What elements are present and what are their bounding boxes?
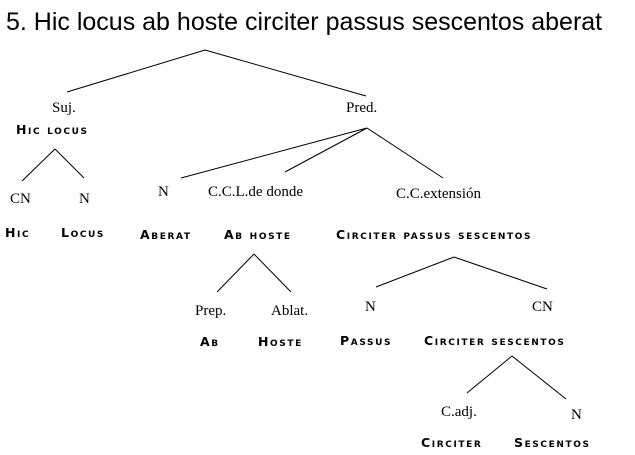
word-hic-locus: Hic locus [16, 122, 89, 137]
word-hic: Hic [5, 225, 30, 240]
edge-cn-n [511, 355, 567, 400]
word-hoste: Hoste [258, 334, 303, 349]
node-suj: Suj. [52, 100, 76, 116]
node-n-passus: N [365, 299, 376, 315]
word-circiter: Circiter [421, 435, 482, 450]
edge-root-pred [204, 49, 367, 97]
node-cn-circ: CN [532, 299, 553, 315]
edge-cn-cadj [466, 355, 513, 394]
word-ab: Ab [200, 334, 220, 349]
node-cn-hic: CN [10, 191, 31, 207]
edge-pred-ccext [366, 127, 444, 179]
edge-abhoste-prep [216, 253, 255, 293]
word-circiter-sescentos: Circiter sescentos [424, 333, 565, 348]
word-passus: Passus [340, 333, 392, 348]
edge-suj-n [54, 148, 85, 179]
edge-circiter-n [375, 256, 455, 288]
node-ccl: C.C.L.de donde [208, 184, 303, 200]
edge-pred-n-aberat [180, 127, 368, 179]
word-locus: Locus [61, 225, 105, 240]
node-n-sesc: N [571, 407, 582, 423]
word-ab-hoste: Ab hoste [224, 227, 292, 242]
node-pred: Pred. [346, 100, 377, 116]
edge-suj-cn [21, 148, 56, 182]
edge-circiter-cn [453, 256, 548, 290]
edge-root-suj [66, 49, 206, 93]
word-sescentos: Sescentos [514, 435, 591, 450]
word-circiter-phrase: Circiter passus sescentos [336, 227, 532, 242]
node-n-locus: N [79, 191, 90, 207]
node-ccext: C.C.extensión [396, 186, 481, 202]
node-ablat: Ablat. [271, 303, 308, 319]
tree-edges [21, 49, 567, 400]
node-cadj: C.adj. [441, 404, 477, 420]
node-n-aberat: N [158, 184, 169, 200]
word-aberat: Aberat [140, 227, 192, 242]
edge-pred-ccl [284, 127, 368, 173]
node-prep: Prep. [195, 303, 226, 319]
sentence-title: 5. Hic locus ab hoste circiter passus se… [6, 8, 602, 36]
edge-abhoste-ablat [253, 253, 292, 293]
